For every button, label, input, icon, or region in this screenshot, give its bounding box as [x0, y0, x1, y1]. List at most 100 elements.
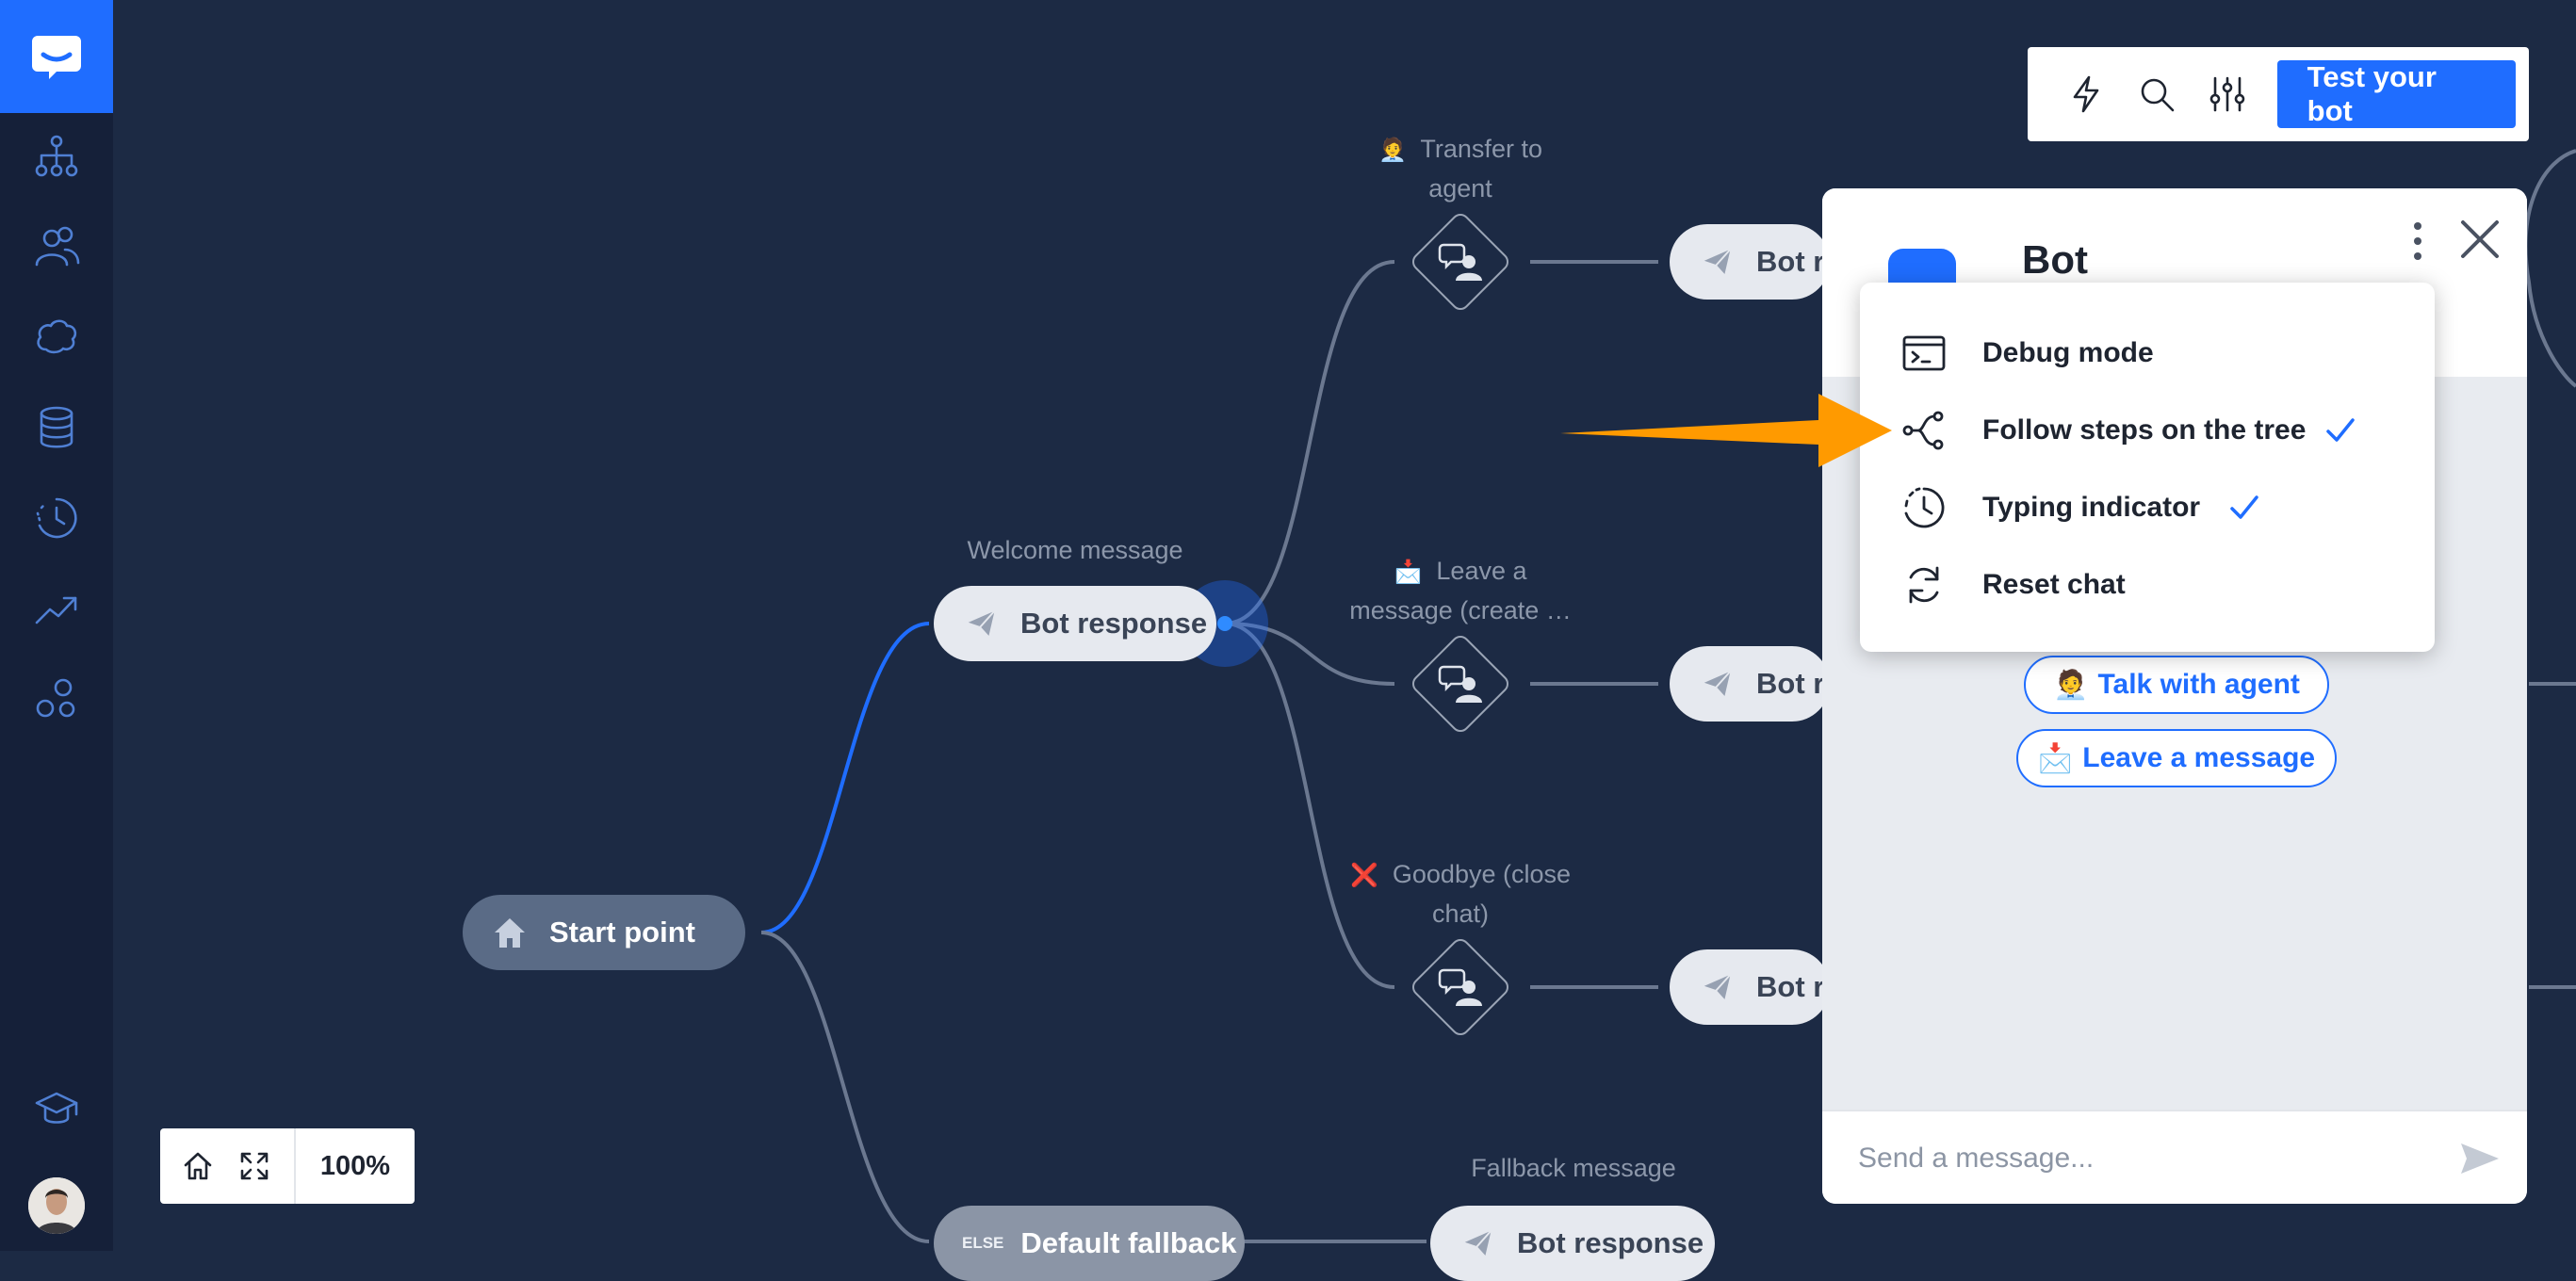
leave-quick-label: Leave a message — [2082, 742, 2316, 773]
sidebar-item-academy[interactable] — [28, 1081, 85, 1138]
sidebar-item-intents[interactable] — [28, 309, 85, 365]
transfer-label-line1: Transfer to — [1420, 135, 1542, 163]
chat-title: Bot — [2022, 237, 2088, 282]
checkmark-icon — [2230, 495, 2258, 519]
agent-chat-icon — [1438, 243, 1482, 281]
brain-cloud-icon — [37, 319, 77, 354]
leave-bot-response-node[interactable]: Bot re — [1670, 646, 1830, 722]
menu-label-reset: Reset chat — [1982, 569, 2126, 600]
connector-welcome-goodbye — [1224, 622, 1395, 989]
connector-right-edge — [2523, 149, 2576, 388]
database-icon — [40, 406, 73, 448]
fit-to-screen-button[interactable] — [226, 1128, 283, 1204]
lightning-icon — [2074, 75, 2099, 113]
goodbye-label-line2: chat) — [1431, 900, 1490, 928]
paper-plane-icon — [1699, 971, 1734, 1004]
transfer-bot-response-node[interactable]: Bot re — [1670, 224, 1830, 300]
connector-start-welcome — [760, 622, 930, 934]
home-icon — [495, 918, 525, 948]
search-icon — [2142, 78, 2175, 112]
leave-label-line2: message (create … — [1349, 596, 1572, 624]
menu-label-follow: Follow steps on the tree — [1982, 414, 2307, 446]
more-vertical-icon[interactable] — [2406, 215, 2429, 268]
goodbye-bot-response-node[interactable]: Bot re — [1670, 949, 1830, 1025]
sidebar-item-audiences[interactable] — [28, 219, 85, 275]
user-avatar[interactable] — [28, 1177, 85, 1234]
top-toolbar: Test your bot — [2028, 47, 2529, 141]
sitemap-icon — [35, 135, 78, 177]
zoom-divider — [294, 1128, 296, 1204]
leave-emoji: 📩 — [1394, 559, 1423, 585]
terminal-icon — [1901, 331, 1947, 376]
menu-label-typing: Typing indicator — [1982, 492, 2201, 523]
talk-label: Talk with agent — [2097, 669, 2300, 700]
default-fallback-node[interactable]: ELSE Default fallback — [934, 1206, 1245, 1281]
checkmark-icon — [2326, 418, 2355, 442]
sidebar — [0, 0, 113, 1251]
paper-plane-icon — [1699, 668, 1734, 701]
home-view-button[interactable] — [170, 1128, 226, 1204]
transfer-bot-response-label: Bot re — [1756, 245, 1830, 278]
sidebar-item-history[interactable] — [28, 490, 85, 546]
agent-chat-icon — [1438, 665, 1482, 703]
goodbye-bot-response-label: Bot re — [1756, 970, 1830, 1003]
send-icon[interactable] — [2459, 1140, 2501, 1177]
chat-input-bar — [1822, 1110, 2527, 1204]
active-node-handle[interactable] — [1217, 616, 1232, 631]
leave-label-line1: Leave a — [1436, 557, 1527, 585]
search-button[interactable] — [2136, 73, 2178, 116]
default-fallback-label: Default fallback — [1020, 1226, 1237, 1259]
connector-start-fallback — [760, 931, 930, 1243]
leave-quick-emoji: 📩 — [2037, 742, 2074, 774]
goodbye-label: ❌ Goodbye (close chat) — [1338, 855, 1583, 932]
connector-welcome-leave — [1224, 622, 1395, 686]
zoom-controls: 100% — [160, 1128, 415, 1204]
settings-sliders-button[interactable] — [2207, 73, 2249, 116]
paper-plane-icon — [963, 608, 998, 640]
start-point-node[interactable]: Start point — [463, 895, 745, 970]
transfer-emoji: 🧑‍💼 — [1378, 138, 1407, 163]
talk-with-agent-button[interactable]: 🧑‍💼 Talk with agent — [2024, 656, 2329, 714]
menu-item-typing-indicator[interactable]: Typing indicator — [1860, 469, 2435, 546]
else-tag: ELSE — [962, 1234, 1004, 1252]
goodbye-emoji: ❌ — [1349, 863, 1378, 888]
orange-arrow-annotation — [1560, 394, 1892, 467]
clock-dashed-icon — [1901, 485, 1947, 530]
fallback-bot-response-node[interactable]: Bot response — [1430, 1206, 1715, 1281]
goodbye-label-line1: Goodbye (close — [1392, 860, 1571, 888]
transfer-label-line2: agent — [1428, 174, 1492, 203]
transfer-agent-label: 🧑‍💼 Transfer to agent — [1338, 130, 1583, 207]
sidebar-item-reports[interactable] — [28, 580, 85, 637]
message-input[interactable] — [1856, 1136, 2425, 1181]
menu-item-follow-steps[interactable]: Follow steps on the tree — [1860, 392, 2435, 469]
chat-logo-icon — [32, 36, 81, 79]
lightning-button[interactable] — [2065, 73, 2108, 116]
welcome-bot-response-node[interactable]: Bot response — [934, 586, 1216, 661]
home-outline-icon — [184, 1152, 212, 1180]
sidebar-item-flows[interactable] — [28, 128, 85, 185]
menu-item-debug-mode[interactable]: Debug mode — [1860, 315, 2435, 392]
start-point-label: Start point — [549, 916, 695, 949]
paper-plane-icon — [1459, 1227, 1494, 1260]
talk-emoji: 🧑‍💼 — [2053, 669, 2089, 701]
users-icon — [35, 226, 80, 267]
menu-item-reset-chat[interactable]: Reset chat — [1860, 546, 2435, 624]
test-your-bot-button[interactable]: Test your bot — [2276, 60, 2517, 128]
avatar-portrait — [28, 1177, 85, 1234]
refresh-icon — [1901, 562, 1947, 608]
sidebar-item-integrations[interactable] — [28, 671, 85, 727]
bubbles-icon — [36, 678, 75, 718]
connector-welcome-transfer — [1224, 260, 1395, 625]
menu-label-debug: Debug mode — [1982, 337, 2154, 368]
leave-a-message-button[interactable]: 📩 Leave a message — [2016, 729, 2337, 787]
close-icon[interactable] — [2454, 213, 2506, 266]
app-logo[interactable] — [0, 0, 113, 113]
graduation-cap-icon — [35, 1092, 78, 1124]
sidebar-item-data[interactable] — [28, 399, 85, 456]
fallback-message-label: Fallback message — [1471, 1154, 1676, 1182]
zoom-level: 100% — [319, 1150, 391, 1181]
welcome-message-label: Welcome message — [967, 536, 1183, 564]
welcome-bot-response-label: Bot response — [1020, 607, 1208, 640]
leave-message-label: 📩 Leave a message (create … — [1338, 552, 1583, 629]
tree-branch-icon — [1901, 408, 1947, 453]
